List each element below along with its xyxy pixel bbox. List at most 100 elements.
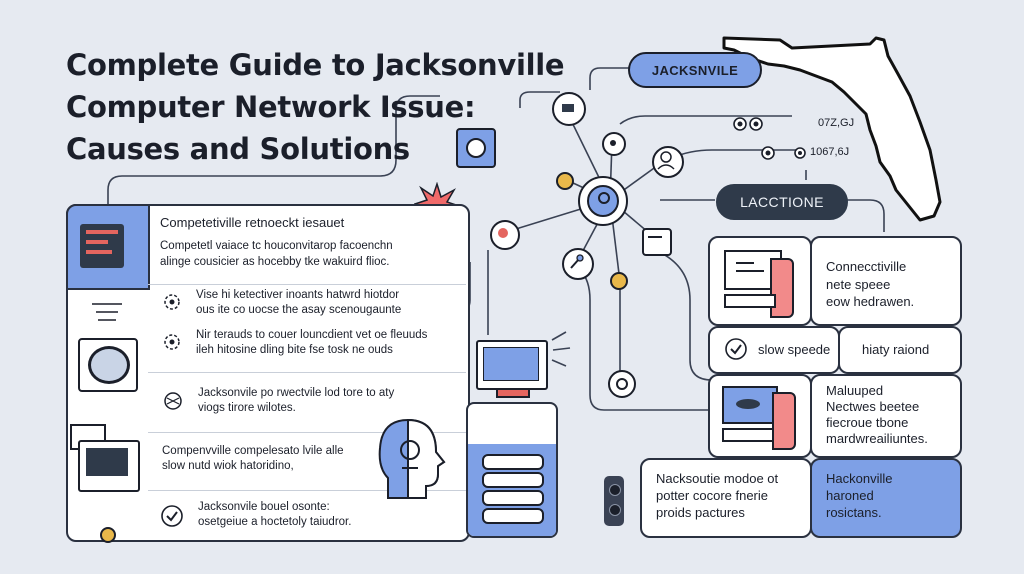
control-value-1: 07Z,GJ — [818, 117, 855, 129]
keyboard-icon — [724, 294, 776, 308]
left-header: Competetiville retnoeckt iesauet Compete… — [148, 204, 466, 285]
server-unit-icon — [482, 454, 544, 470]
divider — [148, 372, 466, 373]
bus-end-node — [100, 527, 116, 543]
list-item[interactable]: Compenvville compelesato lvile alle slow… — [158, 442, 388, 476]
gear-icon — [164, 294, 180, 310]
node-small[interactable] — [602, 132, 626, 156]
knob-pair-icon — [733, 117, 763, 131]
left-header-tile — [66, 204, 150, 290]
gear-icon — [164, 334, 180, 350]
slow-speed-label: slow speede — [758, 342, 831, 357]
globe-icon — [164, 392, 182, 410]
calendar-icon — [648, 236, 662, 246]
check-circle-icon — [161, 505, 183, 527]
ring-icon — [616, 378, 628, 390]
knob-icon — [761, 146, 806, 160]
node-person[interactable] — [652, 146, 684, 178]
list-item[interactable]: Jacksonvile po rwectvile lod tore to aty… — [158, 384, 458, 418]
node-calendar[interactable] — [642, 228, 672, 256]
list-item[interactable]: Nir terauds to couer louncdient vet oe f… — [158, 328, 458, 360]
node-yellow-top[interactable] — [556, 172, 574, 190]
server-rack — [466, 402, 558, 538]
page-title: Complete Guide to Jacksonville Computer … — [66, 44, 566, 170]
wrench-icon — [570, 254, 584, 269]
card4-line2: potter cocore fnerie — [656, 488, 769, 503]
card3-line1: Maluuped — [826, 383, 884, 398]
card3-line3: fiecroue tbone — [826, 415, 909, 430]
keyboard-icon — [722, 428, 774, 442]
control-row-1[interactable]: 07Z,GJ — [732, 116, 855, 132]
chip-icon — [456, 128, 496, 168]
menu-lines-icon — [92, 303, 122, 321]
item-2-line1: Nir terauds to couer louncdient vet oe f… — [196, 329, 428, 341]
check-circle-icon — [725, 338, 747, 360]
card5-line3: rosictans. — [826, 505, 882, 520]
florida-map-icon — [722, 36, 942, 222]
control-value-2: 1067,6J — [810, 146, 850, 158]
card5-line2: haroned — [826, 488, 874, 503]
left-desc-1: Competetl vaiace tc houconvitarop facoen… — [160, 240, 393, 252]
node-ring[interactable] — [608, 370, 636, 398]
left-desc-2: alinge cousicier as hocebby tke wakuird … — [160, 256, 390, 268]
lacctione-pill-label: LACCTIONE — [740, 194, 824, 210]
blocked-monitor-icon — [78, 338, 138, 392]
card4-line3: proids pactures — [656, 505, 745, 520]
info-card-1: Connecctiville nete speee eow hedrawen. — [810, 236, 962, 326]
item-4-line1: Compenvville compelesato lvile alle — [162, 445, 344, 457]
card3-line4: mardwreailiuntes. — [826, 431, 928, 446]
item-5-line2: osetgeiue a hoctetoly taiudror. — [198, 516, 352, 528]
node-alert[interactable] — [490, 220, 520, 250]
divider — [148, 432, 466, 433]
user-hub-icon — [587, 185, 619, 217]
control-row-2[interactable]: 1067,6J — [760, 145, 880, 161]
display-icon — [562, 104, 574, 112]
title-line-3: Causes and Solutions — [66, 132, 410, 166]
node-display[interactable] — [552, 92, 586, 126]
item-1-line2: ous ite co uocse the asay scenougaunte — [196, 304, 402, 316]
plug-connector-icon — [604, 476, 624, 526]
dot-icon — [610, 140, 616, 146]
list-item[interactable]: Jacksonvile bouel osonte: osetgeiue a ho… — [158, 498, 418, 532]
title-line-1: Complete Guide to Jacksonville — [66, 48, 565, 82]
info-card-4: Nacksoutie modoe ot potter cocore fnerie… — [640, 458, 812, 538]
item-3-line1: Jacksonvile po rwectvile lod tore to aty — [198, 387, 395, 399]
left-header-title: Competetiville retnoeckt iesauet — [160, 215, 345, 230]
computer-card-1 — [708, 236, 812, 326]
monitor-stand-icon — [496, 388, 530, 398]
card5-line1: Hackonville — [826, 471, 893, 486]
item-3-line2: viogs tirore wilotes. — [198, 402, 296, 414]
head-profile-icon — [378, 418, 446, 499]
haty-label: hiaty raiond — [862, 342, 930, 357]
computer-icon — [78, 440, 140, 492]
hub-node[interactable] — [578, 176, 628, 226]
eye-monitor-icon — [722, 386, 778, 424]
info-card-3: Maluuped Nectwes beetee fiecroue tbone m… — [810, 374, 962, 458]
jacksonville-pill-label: JACKSNVILE — [651, 62, 739, 78]
haty-row[interactable]: hiaty raiond — [838, 326, 962, 374]
card3-line2: Nectwes beetee — [826, 399, 920, 414]
card1-line3: eow hedrawen. — [826, 294, 915, 309]
server-panel-icon — [80, 224, 124, 268]
monitor-icon — [476, 340, 548, 390]
card4-line1: Nacksoutie modoe ot — [656, 471, 779, 486]
title-line-2: Computer Network Issue: — [66, 90, 476, 124]
server-unit-icon — [482, 490, 544, 506]
item-2-line2: ileh hitosine dling bite fse tosk ne oud… — [196, 344, 393, 356]
jacksonville-pill[interactable]: JACKSNVILE — [628, 52, 762, 88]
card1-line2: nete speee — [826, 277, 891, 292]
node-tool[interactable] — [562, 248, 594, 280]
list-item[interactable]: Vise hi ketectiver inoants hatwrd hiotdo… — [158, 288, 458, 320]
slow-speed-row[interactable]: slow speede — [708, 326, 840, 374]
tower-icon — [770, 258, 794, 318]
server-unit-icon — [482, 508, 544, 524]
info-card-5: Hackonville haroned rosictans. — [810, 458, 962, 538]
card1-line1: Connecctiville — [826, 259, 907, 274]
item-5-line1: Jacksonvile bouel osonte: — [198, 501, 330, 513]
alert-icon — [498, 228, 508, 238]
computer-card-2 — [708, 374, 812, 458]
item-1-line1: Vise hi ketectiver inoants hatwrd hiotdo… — [196, 289, 400, 301]
node-yellow-bottom[interactable] — [610, 272, 628, 290]
lacctione-pill[interactable]: LACCTIONE — [716, 184, 848, 220]
divider — [148, 490, 466, 491]
